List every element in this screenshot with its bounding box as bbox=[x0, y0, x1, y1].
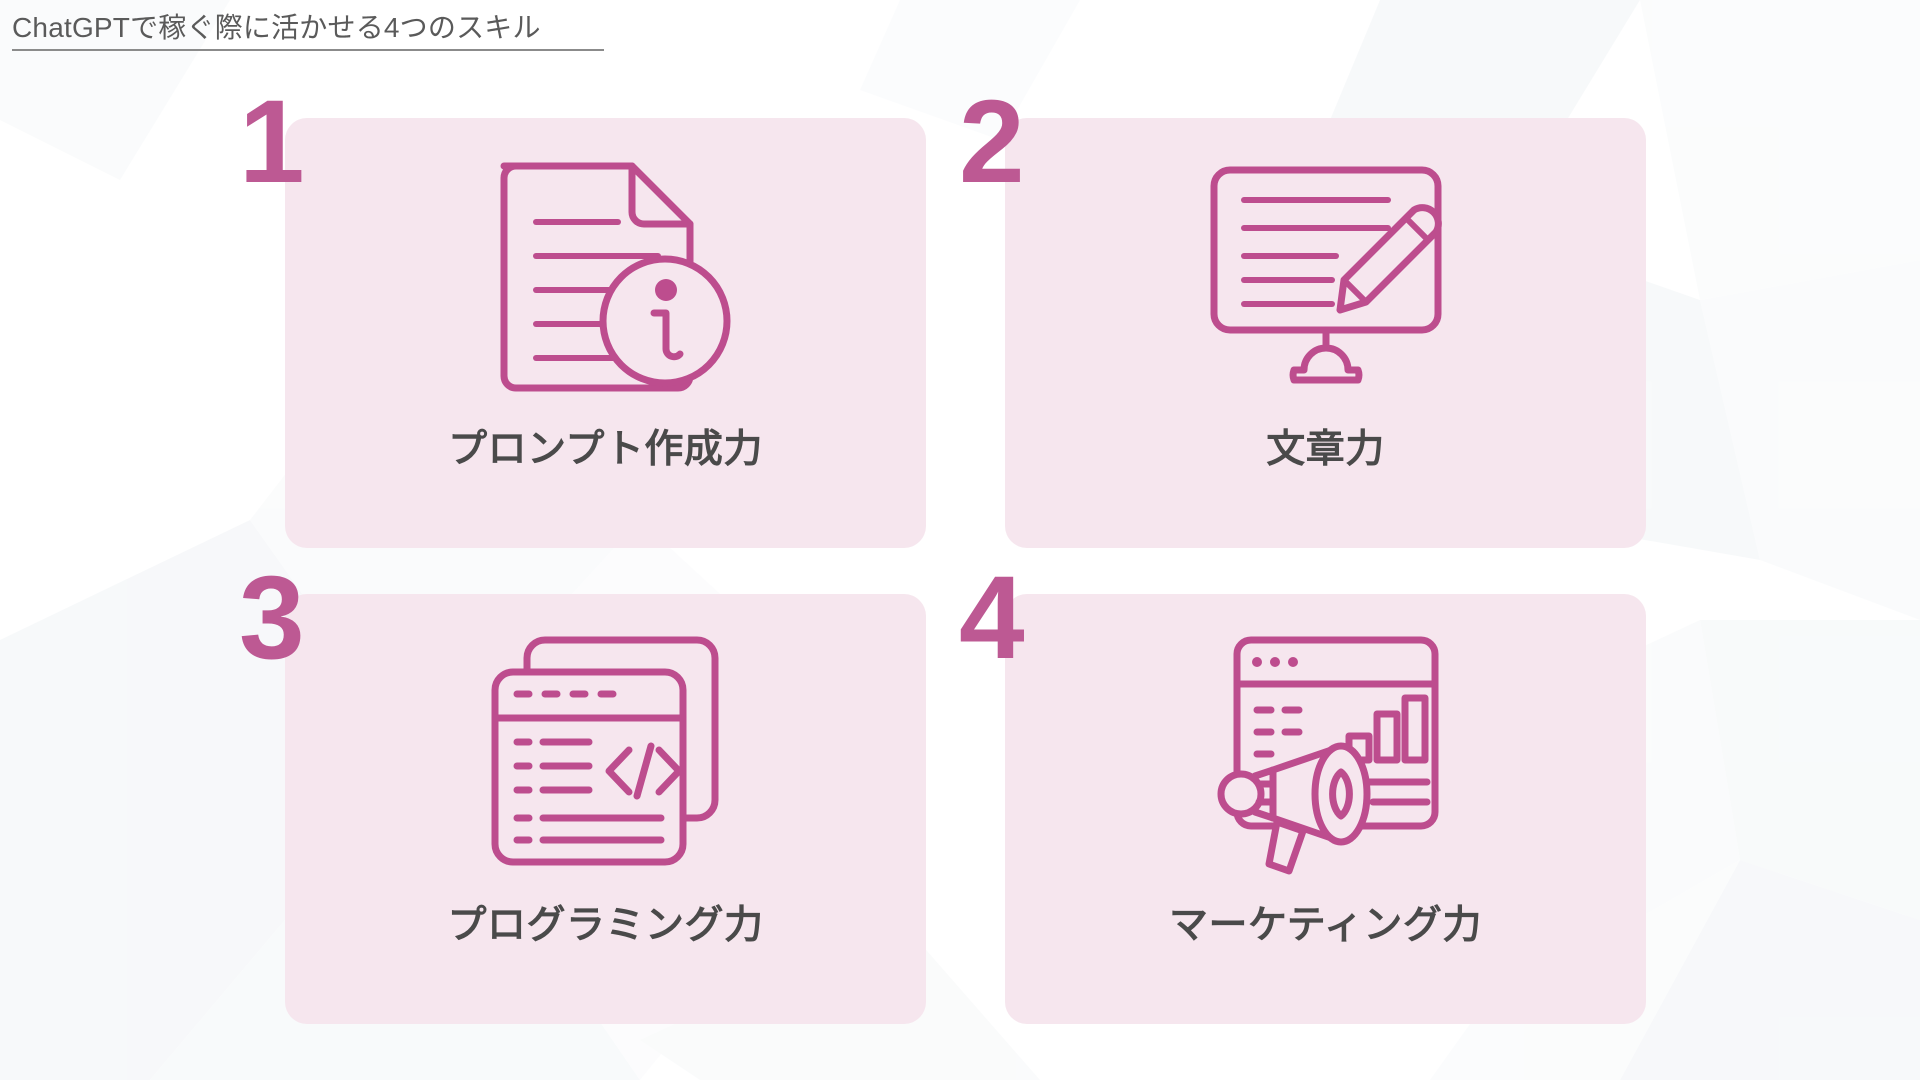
title-underline-divider bbox=[12, 49, 604, 51]
skill-card-1[interactable]: 1 プロンプト作成力 bbox=[239, 83, 926, 548]
skill-card-3[interactable]: 3 bbox=[239, 559, 926, 1024]
slide-header: ChatGPTで稼ぐ際に活かせる4つのスキル bbox=[12, 8, 712, 51]
skill-card-label: プロンプト作成力 bbox=[448, 428, 763, 471]
document-info-icon bbox=[285, 146, 926, 404]
skill-card-label: マーケティング力 bbox=[1169, 904, 1482, 947]
skill-card-label: 文章力 bbox=[1266, 428, 1385, 471]
skill-card-2[interactable]: 2 文章力 bbox=[959, 83, 1646, 548]
code-windows-icon bbox=[285, 622, 926, 880]
page-title: ChatGPTで稼ぐ際に活かせる4つのスキル bbox=[12, 12, 541, 43]
megaphone-dashboard-icon bbox=[1005, 622, 1646, 880]
monitor-pencil-icon bbox=[1005, 146, 1646, 404]
skill-card-label: プログラミング力 bbox=[447, 904, 764, 947]
skill-card-4[interactable]: 4 bbox=[959, 559, 1646, 1024]
